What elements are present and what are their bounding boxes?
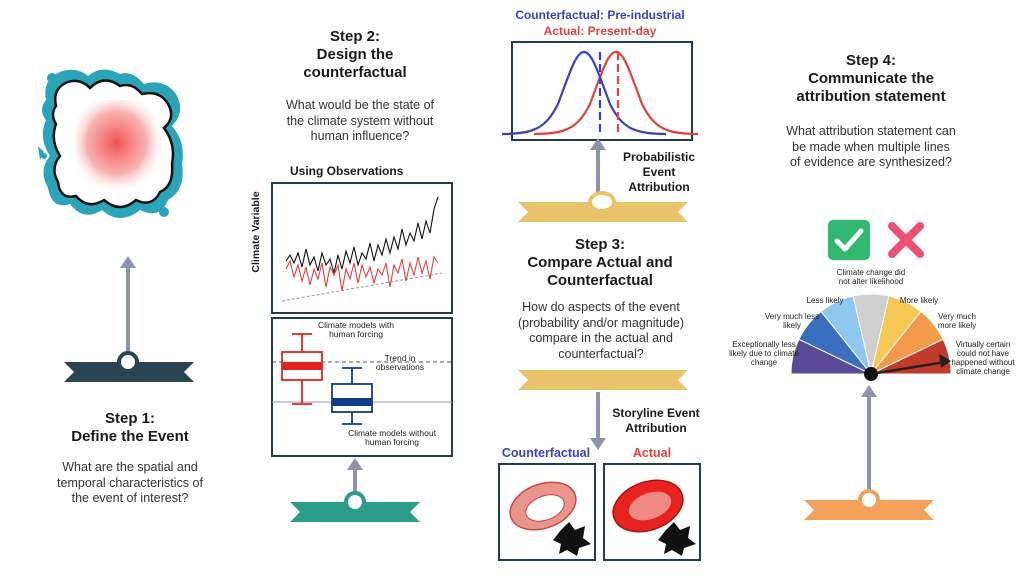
cross-icon xyxy=(888,222,924,258)
step4-title-line1: Step 4: xyxy=(845,52,896,69)
step2-title-line1: Step 2: xyxy=(329,28,380,45)
label-exceptionally-less-likely: Exceptionally less likely due to climate… xyxy=(729,340,799,367)
panel-actual xyxy=(603,463,701,561)
step3-title-line3: Counterfactual xyxy=(547,272,653,289)
storyline-label-2: Attribution xyxy=(625,421,687,435)
step1-title-line2: Define the Event xyxy=(71,428,189,445)
step2-banner xyxy=(290,491,420,522)
storyline-arrow xyxy=(590,392,606,450)
with-forcing-label-2: human forcing xyxy=(329,329,383,339)
step1-arrow xyxy=(120,256,136,360)
storyline-label-1: Storyline Event xyxy=(612,406,700,420)
probabilistic-label-1: Probabilistic xyxy=(622,150,696,164)
observations-ylabel: Climate Variable xyxy=(250,191,262,273)
model-series-red xyxy=(285,255,439,292)
legend-counterfactual: Counterfactual: Pre-industrial xyxy=(515,8,685,22)
attribution-scale-fan xyxy=(790,293,952,381)
probabilistic-arrow xyxy=(590,138,606,192)
label-less-likely: Less likely xyxy=(806,296,844,305)
step2-title-line3: counterfactual xyxy=(303,64,407,81)
event-region-map xyxy=(38,69,183,218)
actual-distribution xyxy=(533,50,699,136)
step3-upper-banner xyxy=(518,191,688,222)
with-forcing-label-1: Climate models with xyxy=(317,320,395,330)
step3-title-line1: Step 3: xyxy=(574,236,625,253)
step2-arrow xyxy=(347,458,363,494)
step2-question: What would be the state of the climate s… xyxy=(285,98,434,143)
step4-title-line3: attribution statement xyxy=(796,88,946,105)
panel-counterfactual xyxy=(498,463,596,561)
distribution-plot xyxy=(501,41,699,141)
step3-title-line2: Compare Actual and xyxy=(527,254,673,271)
step3-question: How do aspects of the event (probability… xyxy=(517,300,685,361)
observed-series-black xyxy=(285,196,439,274)
probabilistic-label-3: Attribution xyxy=(628,180,690,194)
step4-banner xyxy=(804,489,934,520)
label-more-likely: More likely xyxy=(899,296,939,305)
observations-plot xyxy=(271,182,453,314)
check-icon xyxy=(828,220,870,260)
label-no-change: Climate change did not alter likelihood xyxy=(836,268,906,286)
counterfactual-distribution xyxy=(501,50,667,136)
panel-actual-title: Actual xyxy=(632,446,672,460)
model-boxplot-panel xyxy=(271,317,453,457)
label-virtually-certain: Virtually certain could not have happene… xyxy=(951,340,1015,376)
step4-title-line2: Communicate the xyxy=(808,70,934,87)
without-forcing-label-1: Climate models without xyxy=(348,428,436,438)
trend-label-2: observations xyxy=(375,362,425,372)
step1-title-line1: Step 1: xyxy=(104,410,155,427)
step4-arrow xyxy=(861,385,877,493)
legend-actual: Actual: Present-day xyxy=(543,24,657,38)
scale-pointer xyxy=(870,360,946,376)
step3-lower-banner xyxy=(518,370,688,390)
probabilistic-label-2: Event xyxy=(642,165,676,179)
observations-title: Using Observations xyxy=(290,164,404,178)
label-very-much-more-likely: Very much more likely xyxy=(937,312,977,330)
step1-question: What are the spatial and temporal charac… xyxy=(57,460,203,505)
label-very-much-less-likely: Very much less likely xyxy=(764,312,820,330)
step4-question: What attribution statement can be made w… xyxy=(786,124,956,169)
step1-banner xyxy=(64,351,194,382)
without-forcing-label-2: human forcing xyxy=(365,437,419,447)
trend-label-1: Trend in xyxy=(384,353,416,363)
panel-counterfactual-title: Counterfactual xyxy=(501,446,591,460)
step2-title-line2: Design the xyxy=(316,46,394,63)
